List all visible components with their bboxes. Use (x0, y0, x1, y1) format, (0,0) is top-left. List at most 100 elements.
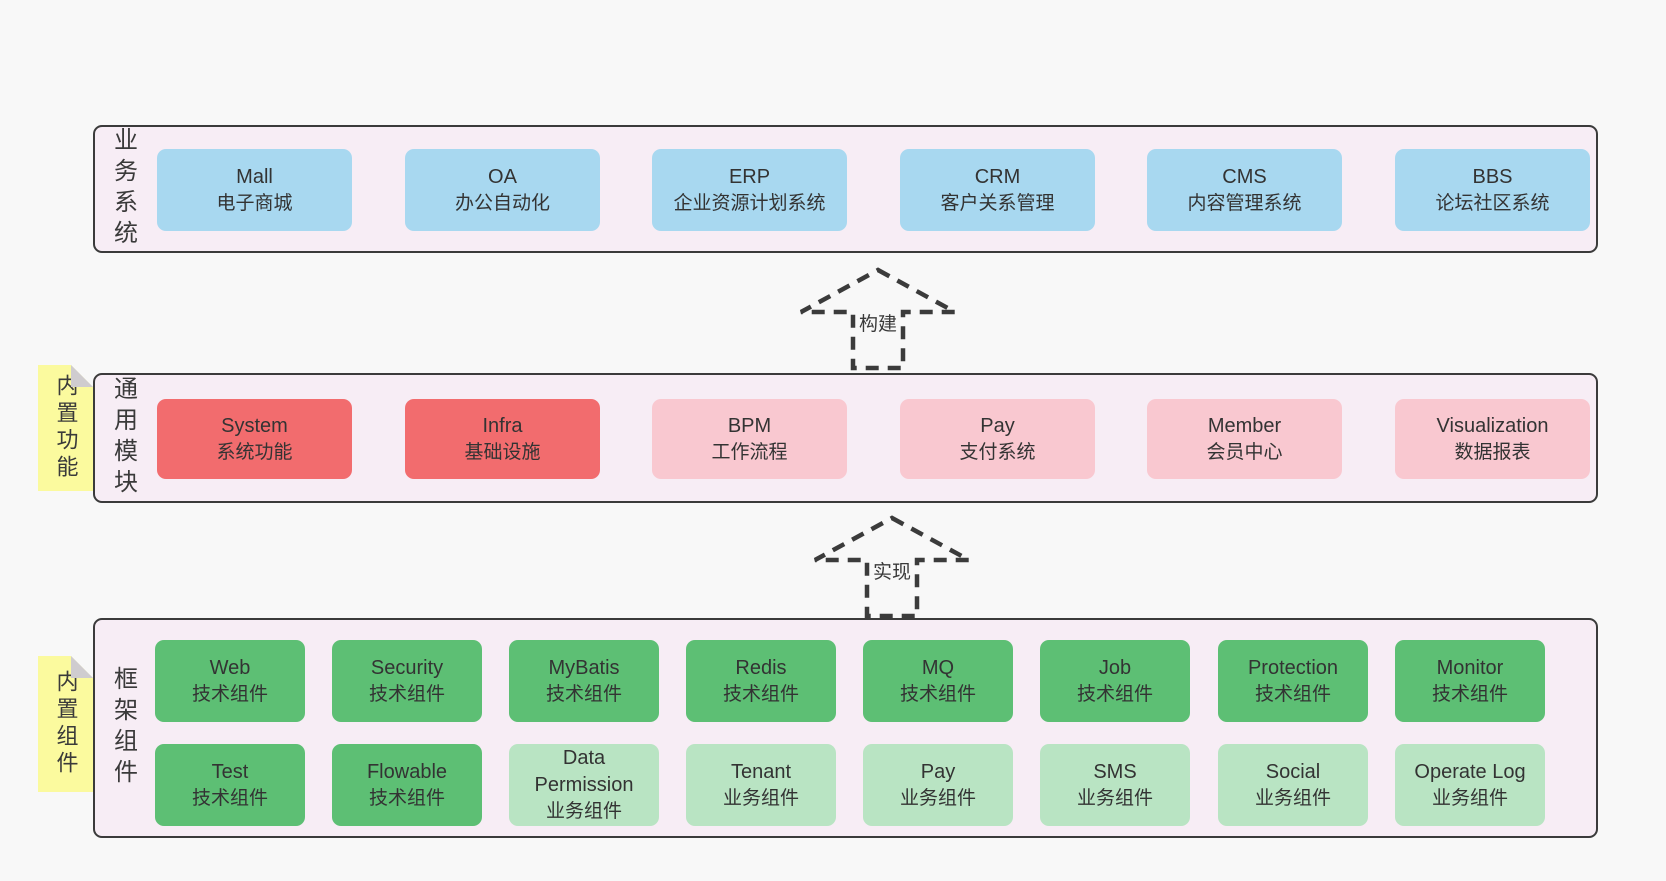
box-title: Pay (980, 414, 1015, 437)
box-title: Redis (735, 656, 787, 679)
box-title: CMS (1222, 165, 1267, 188)
tag-fold-corner-icon (71, 656, 93, 678)
box-title: Security (370, 656, 444, 679)
implement-arrow-label: 实现 (869, 556, 915, 585)
box-bbs: BBS 论坛社区系统 (1395, 149, 1590, 231)
box-subtitle: 技术组件 (1076, 683, 1153, 705)
box-operate-log: Operate Log 业务组件 (1395, 744, 1545, 826)
box-system: System 系统功能 (157, 399, 352, 479)
box-subtitle: 技术组件 (545, 683, 622, 705)
box-title: MQ (921, 656, 955, 679)
box-subtitle: 电子商城 (216, 192, 293, 214)
box-security: Security 技术组件 (332, 640, 482, 722)
box-mall: Mall 电子商城 (157, 149, 352, 231)
box-title: MyBatis (548, 656, 620, 679)
box-title: Data Permission (534, 747, 634, 797)
box-monitor: Monitor 技术组件 (1395, 640, 1545, 722)
box-subtitle: 技术组件 (191, 787, 268, 809)
box-subtitle: 业务组件 (722, 787, 799, 809)
box-member: Member 会员中心 (1147, 399, 1342, 479)
box-subtitle: 技术组件 (191, 683, 268, 705)
build-arrow: 构建 (793, 264, 963, 374)
box-mq: MQ 技术组件 (863, 640, 1013, 722)
box-mybatis: MyBatis 技术组件 (509, 640, 659, 722)
box-cms: CMS 内容管理系统 (1147, 149, 1342, 231)
sticky-tag-built-in-features: 内置功能 (38, 365, 93, 491)
box-title: Protection (1247, 656, 1339, 679)
layer-framework-label: 框架组件 (109, 666, 137, 790)
layer-business-systems: 业务系统 Mall 电子商城 OA 办公自动化 ERP 企业资源计划系统 CRM… (93, 125, 1598, 253)
box-subtitle: 技术组件 (1431, 683, 1508, 705)
box-title: CRM (974, 165, 1021, 188)
box-subtitle: 技术组件 (722, 683, 799, 705)
box-pay-component: Pay 业务组件 (863, 744, 1013, 826)
box-erp: ERP 企业资源计划系统 (652, 149, 847, 231)
dashed-up-arrow-icon (799, 267, 957, 371)
box-subtitle: 内容管理系统 (1187, 192, 1302, 214)
box-title: OA (488, 165, 517, 188)
box-subtitle: 技术组件 (899, 683, 976, 705)
box-title: Pay (920, 760, 956, 783)
box-subtitle: 论坛社区系统 (1435, 192, 1550, 214)
box-subtitle: 企业资源计划系统 (673, 192, 826, 214)
box-title: BBS (1472, 165, 1513, 188)
box-title: Mall (236, 165, 273, 188)
box-title: Monitor (1436, 656, 1504, 679)
box-subtitle: 工作流程 (711, 441, 788, 463)
box-subtitle: 数据报表 (1454, 441, 1531, 463)
box-subtitle: 技术组件 (368, 683, 445, 705)
box-title: Social (1265, 760, 1321, 783)
box-job: Job 技术组件 (1040, 640, 1190, 722)
box-subtitle: 业务组件 (899, 787, 976, 809)
box-subtitle: 业务组件 (545, 801, 622, 823)
box-flowable: Flowable 技术组件 (332, 744, 482, 826)
box-oa: OA 办公自动化 (405, 149, 600, 231)
box-title: System (221, 414, 288, 437)
box-protection: Protection 技术组件 (1218, 640, 1368, 722)
box-web: Web 技术组件 (155, 640, 305, 722)
box-subtitle: 会员中心 (1206, 441, 1283, 463)
box-visualization: Visualization 数据报表 (1395, 399, 1590, 479)
box-data-permission: Data Permission 业务组件 (509, 744, 659, 826)
build-arrow-label: 构建 (855, 308, 901, 337)
box-title: BPM (727, 414, 772, 437)
box-title: Web (209, 656, 251, 679)
layer-framework-components: 框架组件 Web 技术组件 Security 技术组件 MyBatis 技术组件… (93, 618, 1598, 838)
box-title: Member (1207, 414, 1282, 437)
box-title: Tenant (730, 760, 792, 783)
box-subtitle: 基础设施 (464, 441, 541, 463)
box-infra: Infra 基础设施 (405, 399, 600, 479)
box-tenant: Tenant 业务组件 (686, 744, 836, 826)
box-sms: SMS 业务组件 (1040, 744, 1190, 826)
box-title: Job (1098, 656, 1132, 679)
box-title: Flowable (366, 760, 448, 783)
box-subtitle: 客户关系管理 (940, 192, 1055, 214)
box-subtitle: 业务组件 (1076, 787, 1153, 809)
implement-arrow: 实现 (807, 512, 977, 622)
box-subtitle: 系统功能 (216, 441, 293, 463)
box-title: Visualization (1436, 414, 1549, 437)
box-social: Social 业务组件 (1218, 744, 1368, 826)
dashed-up-arrow-icon (813, 515, 971, 619)
box-title: SMS (1093, 760, 1137, 783)
box-bpm: BPM 工作流程 (652, 399, 847, 479)
layer-common-modules: 通用模块 System 系统功能 Infra 基础设施 BPM 工作流程 Pay… (93, 373, 1598, 503)
box-title: Infra (482, 414, 523, 437)
sticky-tag-built-in-components: 内置组件 (38, 656, 93, 792)
box-redis: Redis 技术组件 (686, 640, 836, 722)
box-subtitle: 支付系统 (959, 441, 1036, 463)
box-subtitle: 业务组件 (1431, 787, 1508, 809)
box-pay-module: Pay 支付系统 (900, 399, 1095, 479)
tag-fold-corner-icon (71, 365, 93, 387)
box-title: Test (211, 760, 249, 783)
box-subtitle: 业务组件 (1254, 787, 1331, 809)
box-test: Test 技术组件 (155, 744, 305, 826)
box-title: ERP (728, 165, 771, 188)
box-subtitle: 办公自动化 (454, 192, 550, 214)
layer-common-label: 通用模块 (109, 376, 137, 500)
box-subtitle: 技术组件 (368, 787, 445, 809)
box-subtitle: 技术组件 (1254, 683, 1331, 705)
layer-business-label: 业务系统 (109, 127, 137, 251)
box-title: Operate Log (1414, 760, 1526, 783)
